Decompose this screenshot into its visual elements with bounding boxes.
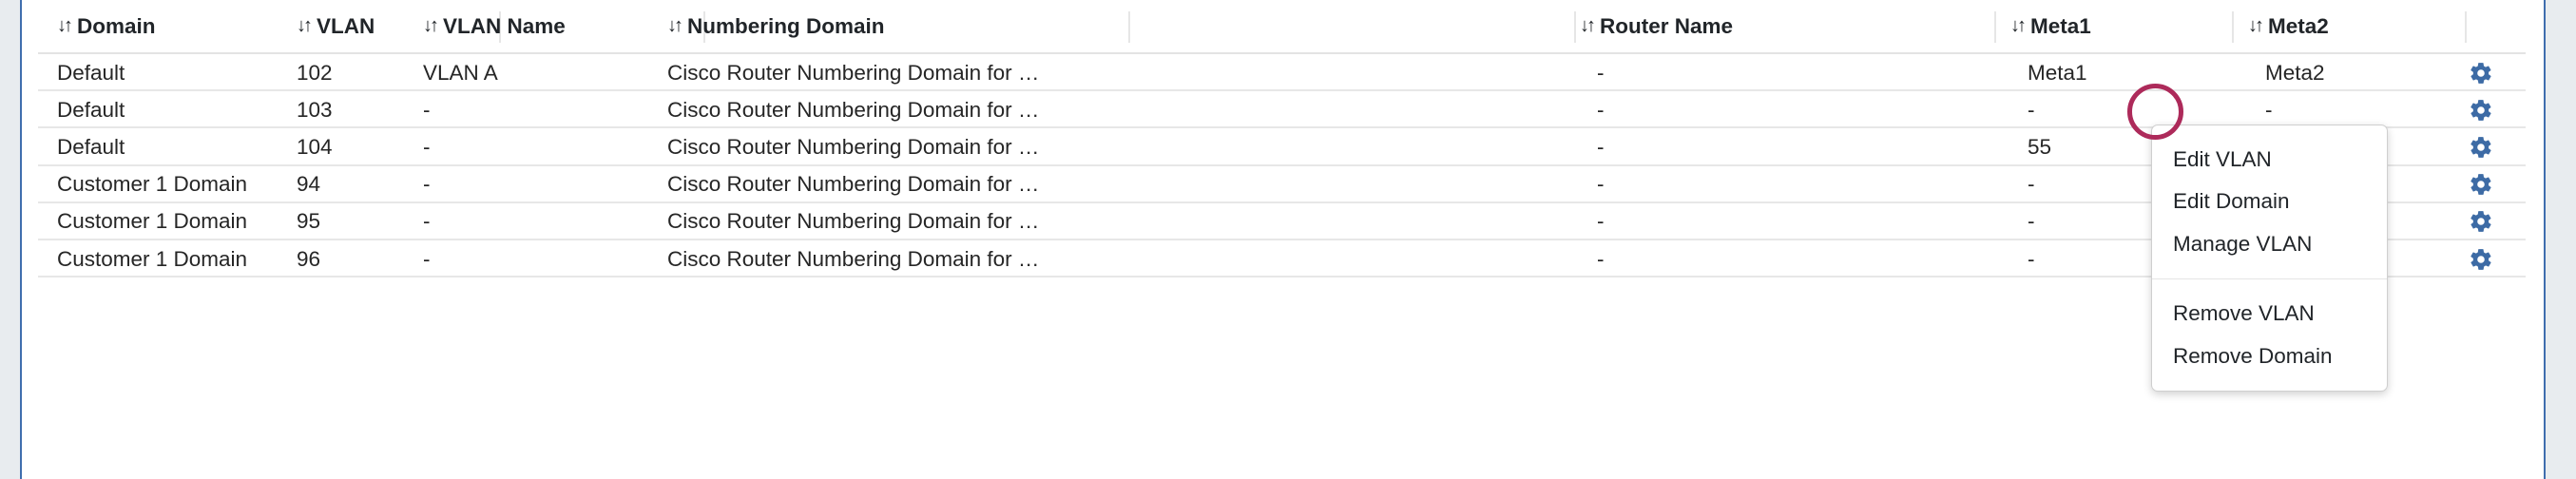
cell-vlan-name: - (423, 172, 431, 197)
gear-icon[interactable] (2469, 240, 2493, 278)
column-header-label: VLAN Name (443, 13, 566, 38)
table-header-row: ↓↑ Domain ↓↑ VLAN ↓↑ VLAN Name ↓↑ Number… (38, 0, 2526, 54)
vlan-table: ↓↑ Domain ↓↑ VLAN ↓↑ VLAN Name ↓↑ Number… (38, 0, 2526, 479)
sort-icon: ↓↑ (1580, 15, 1596, 36)
menu-divider (2152, 278, 2387, 280)
sort-icon: ↓↑ (2010, 15, 2027, 36)
cell-meta2: - (2265, 97, 2273, 122)
gear-icon[interactable] (2469, 54, 2493, 91)
cell-numbering-domain: Cisco Router Numbering Domain for … (667, 97, 1040, 122)
column-header-router-name[interactable]: ↓↑ Router Name (1580, 0, 1808, 52)
sort-icon: ↓↑ (57, 15, 73, 36)
cell-vlan-name: - (423, 134, 431, 159)
column-header-label: Meta2 (2268, 13, 2329, 38)
header-divider (499, 11, 501, 43)
column-header-label: VLAN (317, 13, 375, 38)
menu-item-edit-domain[interactable]: Edit Domain (2173, 189, 2290, 214)
header-divider (1574, 11, 1576, 43)
sort-icon: ↓↑ (667, 15, 683, 36)
cell-meta1: Meta1 (2028, 60, 2087, 85)
menu-item-remove-domain[interactable]: Remove Domain (2173, 343, 2333, 368)
header-divider (1994, 11, 1996, 43)
gear-icon[interactable] (2469, 128, 2493, 165)
cell-meta2: Meta2 (2265, 60, 2325, 85)
column-header-label: Meta1 (2030, 13, 2091, 38)
cell-vlan-name: - (423, 97, 431, 122)
column-header-domain[interactable]: ↓↑ Domain (57, 0, 504, 52)
sort-icon: ↓↑ (2248, 15, 2264, 36)
column-header-label: Domain (77, 13, 156, 38)
menu-item-manage-vlan[interactable]: Manage VLAN (2173, 231, 2313, 256)
column-header-meta2[interactable]: ↓↑ Meta2 (2248, 0, 2329, 52)
cell-router-name: - (1597, 246, 1605, 271)
cell-router-name: - (1597, 172, 1605, 197)
cell-router-name: - (1597, 60, 1605, 85)
cell-meta1: - (2028, 97, 2035, 122)
sort-icon: ↓↑ (423, 15, 439, 36)
header-divider (1128, 11, 1130, 43)
header-divider (2465, 11, 2467, 43)
sort-icon: ↓↑ (297, 15, 313, 36)
column-header-numbering-domain[interactable]: ↓↑ Numbering Domain (667, 0, 933, 52)
cell-vlan-name: - (423, 209, 431, 234)
gear-icon[interactable] (2469, 91, 2493, 128)
cell-vlan-name: - (423, 246, 431, 271)
cell-numbering-domain: Cisco Router Numbering Domain for … (667, 134, 1040, 159)
menu-item-edit-vlan[interactable]: Edit VLAN (2173, 147, 2272, 171)
cell-vlan-name: VLAN A (423, 60, 498, 85)
gear-icon[interactable] (2469, 166, 2493, 203)
column-header-label: Numbering Domain (687, 13, 885, 38)
gear-icon[interactable] (2469, 203, 2493, 240)
cell-numbering-domain: Cisco Router Numbering Domain for … (667, 246, 1040, 271)
header-divider (703, 11, 705, 43)
column-header-label: Router Name (1600, 13, 1734, 38)
column-header-meta1[interactable]: ↓↑ Meta1 (2010, 0, 2091, 52)
cell-router-name: - (1597, 209, 1605, 234)
column-header-vlan-name[interactable]: ↓↑ VLAN Name (423, 0, 651, 52)
cell-numbering-domain: Cisco Router Numbering Domain for … (667, 172, 1040, 197)
cell-router-name: - (1597, 134, 1605, 159)
menu-item-remove-vlan[interactable]: Remove VLAN (2173, 301, 2315, 326)
header-divider (2232, 11, 2234, 43)
content-panel: ↓↑ Domain ↓↑ VLAN ↓↑ VLAN Name ↓↑ Number… (20, 0, 2546, 479)
cell-numbering-domain: Cisco Router Numbering Domain for … (667, 60, 1040, 85)
cell-numbering-domain: Cisco Router Numbering Domain for … (667, 209, 1040, 234)
column-header-vlan[interactable]: ↓↑ VLAN (297, 0, 487, 52)
cell-router-name: - (1597, 97, 1605, 122)
